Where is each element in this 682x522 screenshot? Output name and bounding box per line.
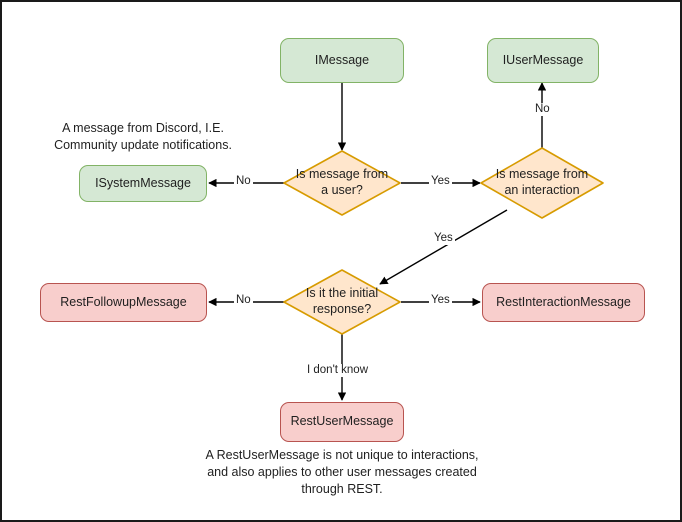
note-system-message: A message from Discord, I.E. Community u… xyxy=(54,121,232,152)
node-iusermessage-label: IUserMessage xyxy=(502,52,584,67)
edge-label-initial-unknown: I don't know xyxy=(305,364,371,377)
node-imessage[interactable]: IMessage xyxy=(280,38,404,83)
node-decision-interaction-label: Is message from an interaction xyxy=(495,167,589,197)
edge-label-initial-no: No xyxy=(234,294,253,307)
node-decision-initial[interactable]: Is it the initial response? xyxy=(283,269,401,335)
edge-label-interaction-yes: Yes xyxy=(432,232,455,245)
node-restusermessage[interactable]: RestUserMessage xyxy=(280,402,404,442)
node-decision-interaction[interactable]: Is message from an interaction xyxy=(480,147,604,219)
node-restfollowupmessage[interactable]: RestFollowupMessage xyxy=(40,283,207,322)
edge-label-user-no: No xyxy=(234,175,253,188)
diamond-shape xyxy=(283,150,401,216)
node-imessage-label: IMessage xyxy=(314,52,370,67)
diamond-shape xyxy=(480,147,604,219)
edge-decision-interaction-to-decision-initial xyxy=(379,209,508,285)
edge-label-interaction-no: No xyxy=(533,103,552,116)
node-isystemmessage[interactable]: ISystemMessage xyxy=(79,165,207,202)
node-decision-user[interactable]: Is message from a user? xyxy=(283,150,401,216)
node-restinteractionmessage-label: RestInteractionMessage xyxy=(496,294,631,309)
diamond-shape xyxy=(283,269,401,335)
edge-label-initial-yes: Yes xyxy=(429,294,452,307)
node-restinteractionmessage[interactable]: RestInteractionMessage xyxy=(482,283,645,322)
node-restfollowupmessage-label: RestFollowupMessage xyxy=(60,294,187,309)
node-iusermessage[interactable]: IUserMessage xyxy=(487,38,599,83)
node-decision-initial-label: Is it the initial response? xyxy=(305,286,379,316)
node-restusermessage-label: RestUserMessage xyxy=(290,414,394,429)
node-isystemmessage-label: ISystemMessage xyxy=(95,175,191,190)
node-decision-user-label: Is message from a user? xyxy=(295,167,389,197)
note-rest-user-message: A RestUserMessage is not unique to inter… xyxy=(205,448,479,496)
edge-label-user-yes: Yes xyxy=(429,175,452,188)
